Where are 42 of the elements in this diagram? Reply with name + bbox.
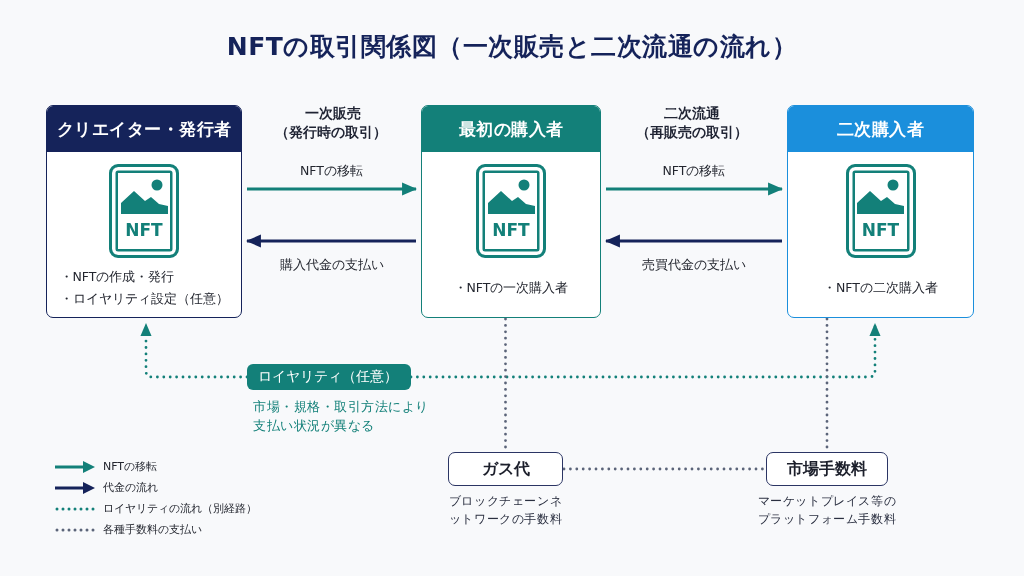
legend-text: ロイヤリティの流れ（別経路） <box>103 502 257 516</box>
fee-box: 市場手数料 <box>766 452 888 486</box>
nft-label: NFT <box>861 219 900 241</box>
dotted-arrow <box>409 322 881 379</box>
nft-label: NFT <box>492 219 530 241</box>
bullet-text: ・NFTの作成・発行 <box>59 269 175 285</box>
edge-label: 購入代金の支払い <box>277 257 386 273</box>
card-header: 最初の購入者 <box>422 106 600 152</box>
edge-label: NFTの移転 <box>660 163 728 179</box>
note-text: マーケットプレイス等のプラットフォーム手数料 <box>756 493 898 528</box>
edge-label: NFTの移転 <box>298 163 365 179</box>
card-header: 二次購入者 <box>788 106 973 152</box>
legend-text: 各種手数料の支払い <box>103 523 202 537</box>
party-card <box>421 105 601 318</box>
legend-text: NFTの移転 <box>103 460 158 474</box>
section-label: （再販売の取引） <box>636 123 748 141</box>
arrow <box>606 182 784 196</box>
fee-box: ガス代 <box>448 452 563 486</box>
nft-label: NFT <box>125 219 163 241</box>
note-text: ブロックチェーンネットワークの手数料 <box>447 493 564 528</box>
nft-card <box>845 164 916 258</box>
card-header: クリエイター・発行者 <box>47 106 241 152</box>
arrow <box>604 234 782 248</box>
legend-text: 代金の流れ <box>103 481 158 495</box>
dotted-arrow <box>140 322 249 379</box>
section-label: （発行時の取引） <box>275 123 387 141</box>
nft-card <box>476 164 546 258</box>
bullet-text: ・ロイヤリティ設定（任意） <box>59 291 229 307</box>
dotted-line <box>562 467 767 471</box>
arrow <box>245 234 416 248</box>
section-label: 二次流通 <box>664 104 720 122</box>
bullet-text: ・NFTの二次購入者 <box>823 280 938 296</box>
party-card <box>46 105 242 318</box>
section-label: 一次販売 <box>305 104 361 122</box>
edge-label: 売買代金の支払い <box>640 257 748 273</box>
diagram-title: NFTの取引関係図（一次販売と二次流通の流れ） <box>226 31 798 63</box>
note-text: 市場・規格・取引方法により支払い状況が異なる <box>253 398 429 435</box>
royalty-pill: ロイヤリティ（任意） <box>247 364 411 390</box>
arrow <box>247 182 418 196</box>
nft-card <box>109 164 179 258</box>
party-card <box>787 105 974 318</box>
bullet-text: ・NFTの一次購入者 <box>453 280 569 296</box>
